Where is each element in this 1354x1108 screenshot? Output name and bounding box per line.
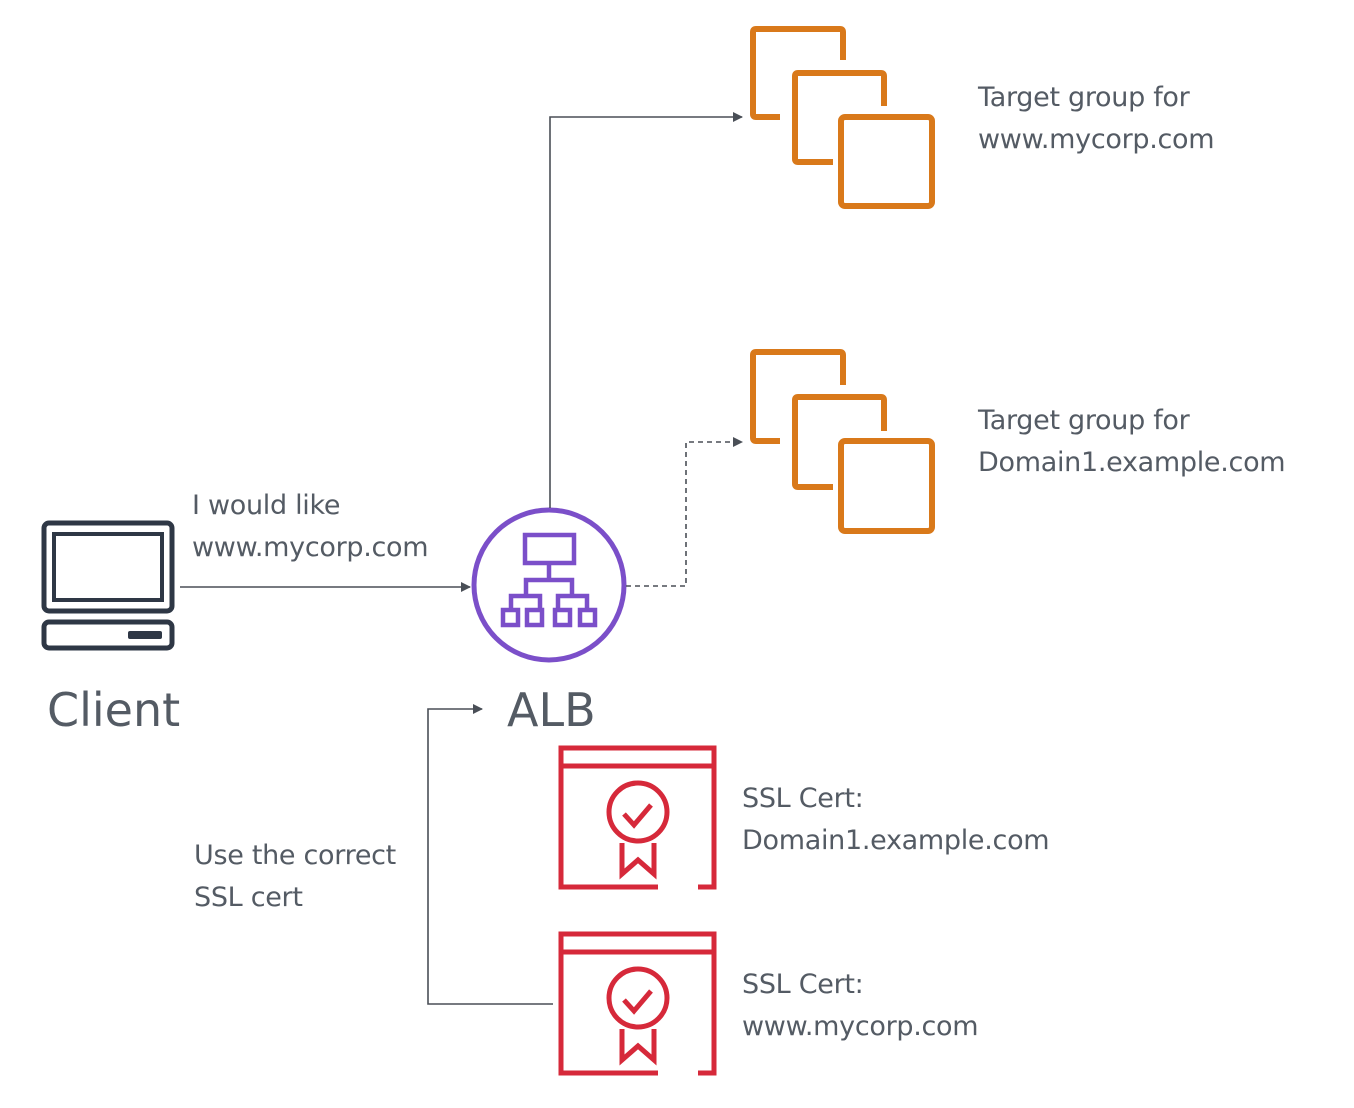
ssl-cert-label-line2: Domain1.example.com xyxy=(742,825,1050,856)
target-group-icon xyxy=(750,349,935,534)
ssl-hint-line1: Use the correct xyxy=(194,840,396,871)
target-group-label-line1: Target group for xyxy=(978,82,1190,113)
target-group-icon xyxy=(750,26,935,209)
route-to-target-group-mycorp xyxy=(549,112,743,508)
target-group-label-line2: www.mycorp.com xyxy=(978,124,1215,155)
ssl-cert-label-domain1: SSL Cert: Domain1.example.com xyxy=(742,778,1050,862)
alb-label: ALB xyxy=(507,683,596,737)
cert-selection-arrow xyxy=(427,704,553,1005)
ssl-cert-icon xyxy=(558,745,717,890)
target-group-label-line2: Domain1.example.com xyxy=(978,447,1286,478)
request-label-line2: www.mycorp.com xyxy=(192,532,429,563)
ssl-hint-line2: SSL cert xyxy=(194,882,303,913)
ssl-cert-label-line2: www.mycorp.com xyxy=(742,1011,979,1042)
route-to-target-group-domain1 xyxy=(626,437,743,587)
request-label-line1: I would like xyxy=(192,490,341,521)
ssl-cert-label-line1: SSL Cert: xyxy=(742,783,864,814)
client-computer-icon xyxy=(41,520,175,651)
request-label: I would like www.mycorp.com xyxy=(192,485,429,569)
alb-icon xyxy=(471,507,627,663)
target-group-label-line1: Target group for xyxy=(978,405,1190,436)
ssl-cert-label-line1: SSL Cert: xyxy=(742,969,864,1000)
client-label: Client xyxy=(47,683,181,737)
target-group-label-mycorp: Target group for www.mycorp.com xyxy=(978,77,1215,161)
ssl-cert-label-mycorp: SSL Cert: www.mycorp.com xyxy=(742,964,979,1048)
ssl-hint-label: Use the correct SSL cert xyxy=(194,835,396,919)
ssl-cert-icon xyxy=(558,931,717,1076)
target-group-label-domain1: Target group for Domain1.example.com xyxy=(978,400,1286,484)
